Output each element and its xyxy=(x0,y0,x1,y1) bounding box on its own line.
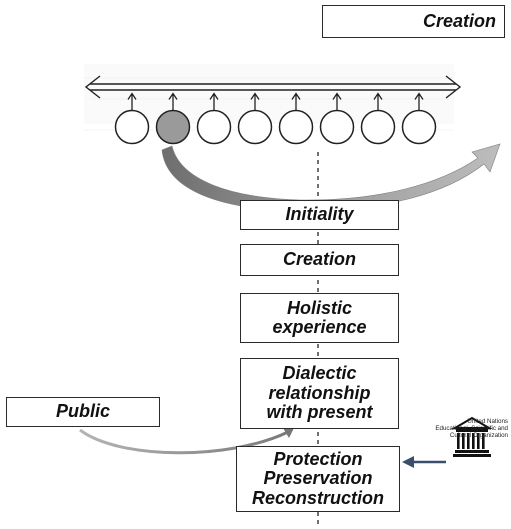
creation-box: Creation xyxy=(240,244,399,276)
timeline-up-arrow-2 xyxy=(168,92,178,111)
timeline-circle-6 xyxy=(319,109,355,145)
dialectic-line-3: with present xyxy=(266,402,373,423)
unesco-caption-line-3: Cultural Organization xyxy=(449,432,508,440)
curved-transmission-arrow xyxy=(161,143,501,212)
holistic-experience-box: Holistic experience xyxy=(240,293,399,343)
timeline-circle-7 xyxy=(360,109,396,145)
dialectic-line-2: relationship xyxy=(268,382,371,403)
holistic-line-2: experience xyxy=(272,317,367,337)
public-curved-arrow xyxy=(79,428,289,455)
unesco-logo xyxy=(451,416,493,457)
unesco-caption-line-1: United Nations xyxy=(467,418,508,425)
unesco-caption-line-2: Educational, Scientific and xyxy=(435,425,508,433)
timeline-circle-5 xyxy=(278,109,314,145)
protection-line-3: Reconstruction xyxy=(251,487,384,508)
timeline-circle-3 xyxy=(196,109,232,145)
public-label: Public xyxy=(55,401,110,422)
timeline-up-arrow-8 xyxy=(414,92,424,111)
protection-preservation-box: Protection Preservation Reconstruction xyxy=(236,446,400,512)
timeline-circle-1 xyxy=(114,109,150,145)
timeline-circle-4 xyxy=(237,109,273,145)
timeline-up-arrow-6 xyxy=(332,92,342,111)
timeline-double-arrow xyxy=(84,75,462,99)
protection-line-1: Protection xyxy=(273,448,363,469)
timeline-up-arrow-3 xyxy=(209,92,219,111)
timeline-up-arrow-5 xyxy=(291,92,301,111)
timeline-up-arrow-4 xyxy=(250,92,260,111)
dialectic-relationship-box: Dialectic relationship with present xyxy=(240,358,399,429)
timeline-up-arrow-1 xyxy=(127,92,137,111)
creation-top-label: Creation xyxy=(422,10,496,31)
timeline-circle-highlighted xyxy=(155,109,191,145)
creation-top-box: Creation xyxy=(322,5,505,38)
unesco-arrow-head xyxy=(402,456,414,468)
creation-label: Creation xyxy=(282,249,356,270)
holistic-line-1: Holistic xyxy=(286,297,352,318)
timeline-up-arrow-7 xyxy=(373,92,383,111)
public-box: Public xyxy=(6,397,160,427)
timeline-circles xyxy=(114,92,437,145)
public-arrow-head xyxy=(283,428,294,438)
initiality-label: Initiality xyxy=(285,204,354,225)
initiality-box: Initiality xyxy=(240,200,399,230)
timeline-circle-8 xyxy=(401,109,437,145)
unesco-caption: United Nations Educational, Scientific a… xyxy=(418,418,508,439)
dialectic-line-1: Dialectic xyxy=(282,363,357,384)
protection-line-2: Preservation xyxy=(263,468,373,489)
